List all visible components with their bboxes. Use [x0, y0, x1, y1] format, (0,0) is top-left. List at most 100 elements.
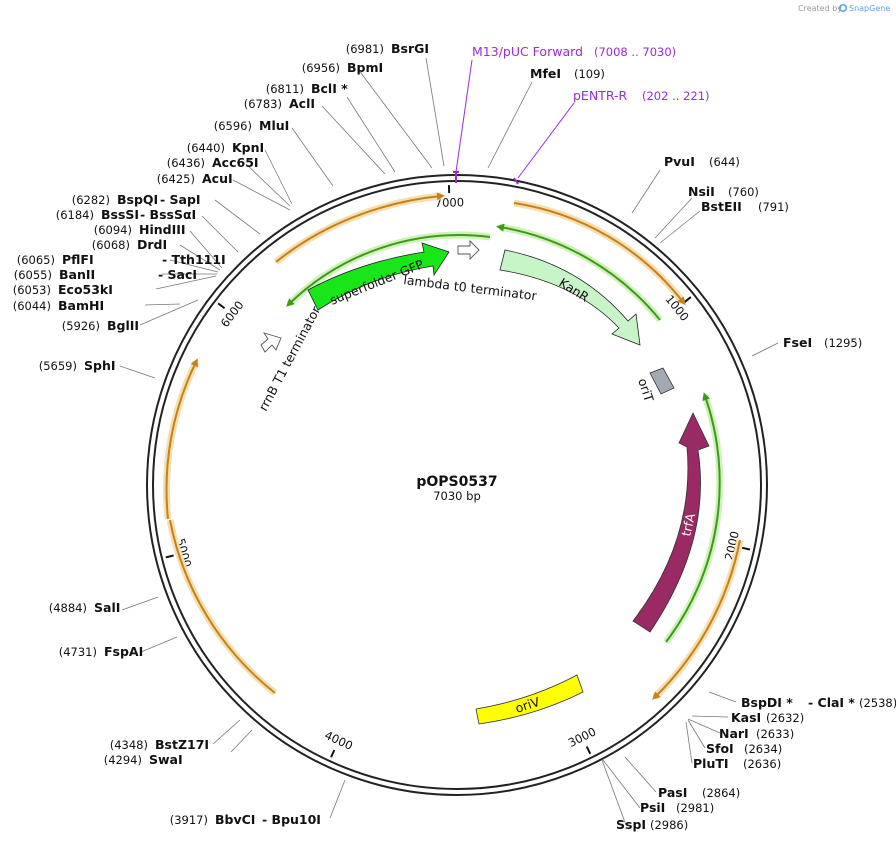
feature-trfa[interactable]: trfA — [632, 412, 710, 633]
snapgene-logo-icon — [838, 3, 848, 13]
site-label-drdi[interactable]: (6068)DrdI — [92, 237, 167, 252]
site-label-sphi[interactable]: (5659) SphI — [39, 358, 116, 373]
site-label-bstz17i[interactable]: (4348)BstZ17I — [110, 737, 209, 752]
label-orit: oriT — [635, 376, 657, 404]
site-label-hindiii[interactable]: (6094)HindIII — [94, 222, 186, 237]
site-position: (2632) — [766, 711, 804, 725]
site-label-mfei[interactable]: MfeI(109) — [530, 66, 605, 81]
site-label-pasi[interactable]: PasI(2864) — [658, 785, 740, 800]
site-position: (6956) — [302, 61, 340, 75]
feature-oriv[interactable]: oriV — [475, 674, 584, 725]
restriction-sites-right: MfeI(109) PvuI(644) NsiI(760)BstEII (791) Fs… — [530, 66, 896, 832]
site-name: NarI — [719, 726, 749, 741]
site-label-fsei[interactable]: FseI (1295) — [783, 335, 862, 350]
site-label-bsteii[interactable]: BstEII (791) — [701, 199, 789, 214]
site-name: BspDI * — [741, 695, 793, 710]
primer-pentr-marker[interactable] — [513, 102, 575, 185]
site-label-nari[interactable]: NarI(2633) — [719, 726, 794, 741]
site-position: (6425) — [157, 172, 195, 186]
site-label-bglii[interactable]: (5926)BglII — [62, 318, 139, 333]
credit-brand: SnapGene — [849, 4, 890, 13]
tick-mark — [683, 296, 692, 303]
site-label-nsii[interactable]: NsiI(760) — [688, 184, 759, 199]
primer-m13-marker[interactable] — [453, 59, 473, 183]
green-arrow-upper-right — [496, 223, 661, 321]
site-label-bspdi[interactable]: BspDI * - ClaI * (2538) — [741, 695, 896, 710]
site-label-psii[interactable]: PsiI(2981) — [640, 800, 714, 815]
site-label-bcli[interactable]: (6811)BclI * — [266, 81, 348, 96]
site-leader-lines — [119, 57, 779, 826]
site-name: BstEII — [701, 199, 742, 214]
primer-pentr-pos: (202 .. 221) — [642, 89, 710, 103]
site-position: (5926) — [62, 319, 100, 333]
site-name: SphI — [84, 358, 116, 373]
snapgene-credit[interactable]: Created by SnapGene — [798, 3, 890, 13]
site-position: (2538) — [859, 696, 896, 710]
site-label-bamhi[interactable]: (6044) BamHI — [13, 298, 104, 313]
site-label-acli[interactable]: (6783)AclI — [244, 96, 315, 111]
site-position: (4294) — [104, 753, 142, 767]
orf-arrow-top — [275, 192, 445, 263]
site-label-bspqi[interactable]: (6282)BspQI- SapI — [72, 192, 201, 207]
site-position: (6436) — [167, 156, 205, 170]
site-name: PluTI — [693, 756, 729, 771]
green-arrow-top — [286, 234, 491, 307]
site-name: PsiI — [640, 800, 665, 815]
site-name: BamHI — [58, 298, 104, 313]
label-t0: lambda t0 terminator — [403, 272, 539, 303]
site-label-bbvci[interactable]: (3917)BbvCI- Bpu10I — [170, 812, 321, 827]
site-label-acc65i[interactable]: (6436)Acc65I — [167, 155, 259, 170]
site-position: (6065) — [17, 253, 55, 267]
primer-m13-name: M13/pUC Forward — [472, 44, 583, 59]
site-label-mlui[interactable]: (6596)MluI — [214, 118, 290, 133]
feature-rrnb-terminator[interactable]: rrnB T1 terminator — [255, 303, 323, 413]
site-position: (4731) — [59, 645, 97, 659]
site-label-banii[interactable]: (6055) BanII - SacI — [14, 267, 197, 282]
site-label-acui[interactable]: (6425) AcuI — [157, 171, 233, 186]
tick-label: 6000 — [218, 298, 247, 330]
feature-orit[interactable]: oriT — [635, 367, 675, 404]
site-label-sfoi[interactable]: SfoI(2634) — [706, 741, 782, 756]
site-label-pluti[interactable]: PluTI(2636) — [693, 756, 781, 771]
site-position: (6055) — [14, 268, 52, 282]
site-name: KasI — [731, 710, 761, 725]
site-label-kasi[interactable]: KasI (2632) — [731, 710, 804, 725]
site-name: FseI — [783, 335, 812, 350]
site-position: (6783) — [244, 97, 282, 111]
site-name: BbvCI — [215, 812, 255, 827]
site-label-pvui[interactable]: PvuI(644) — [664, 154, 740, 169]
site-position: (6053) — [13, 283, 51, 297]
site-label-bpmi[interactable]: (6956)BpmI — [302, 60, 383, 75]
site-name: PasI — [658, 785, 687, 800]
site-name: FspAI — [104, 644, 143, 659]
plasmid-length: 7030 bp — [433, 489, 481, 503]
primer-pentr-label[interactable]: pENTR-R (202 .. 221) — [573, 88, 710, 103]
primer-m13-label[interactable]: M13/pUC Forward (7008 .. 7030) — [472, 44, 676, 59]
site-label-bsssi[interactable]: (6184)BssSI- BssSαI — [56, 207, 196, 222]
tick-mark — [217, 302, 226, 310]
site-label-sspi[interactable]: SspI(2986) — [616, 817, 688, 832]
site-name: AcuI — [202, 171, 233, 186]
site-label-sali[interactable]: (4884)SalI — [49, 600, 121, 615]
site-label-kpni[interactable]: (6440)KpnI — [187, 140, 264, 155]
site-name-secondary: - ClaI * — [808, 695, 855, 710]
site-label-swai[interactable]: (4294)SwaI — [104, 752, 183, 767]
site-position: (1295) — [824, 336, 862, 350]
site-label-bsrgi[interactable]: (6981)BsrGI — [346, 41, 429, 56]
site-name: PflFI — [62, 252, 94, 267]
site-position: (5659) — [39, 359, 77, 373]
orf-arrow-upper-right — [513, 202, 686, 306]
primer-pentr-name: pENTR-R — [573, 88, 628, 103]
site-label-pflfi[interactable]: (6065)PflFI- Tth111I — [17, 252, 226, 267]
site-name-secondary: - SacI — [158, 267, 197, 282]
tick-mark — [741, 546, 751, 551]
site-position: (6044) — [13, 299, 51, 313]
site-label-eco53ki[interactable]: (6053)Eco53kI — [13, 282, 113, 297]
site-label-fspai[interactable]: (4731) FspAI — [59, 644, 144, 659]
site-position: (6094) — [94, 223, 132, 237]
site-name-secondary: - SapI — [160, 192, 201, 207]
site-position: (760) — [728, 185, 759, 199]
orf-arrow-right — [652, 539, 741, 700]
site-name: BanII — [59, 267, 95, 282]
site-position: (791) — [758, 200, 789, 214]
